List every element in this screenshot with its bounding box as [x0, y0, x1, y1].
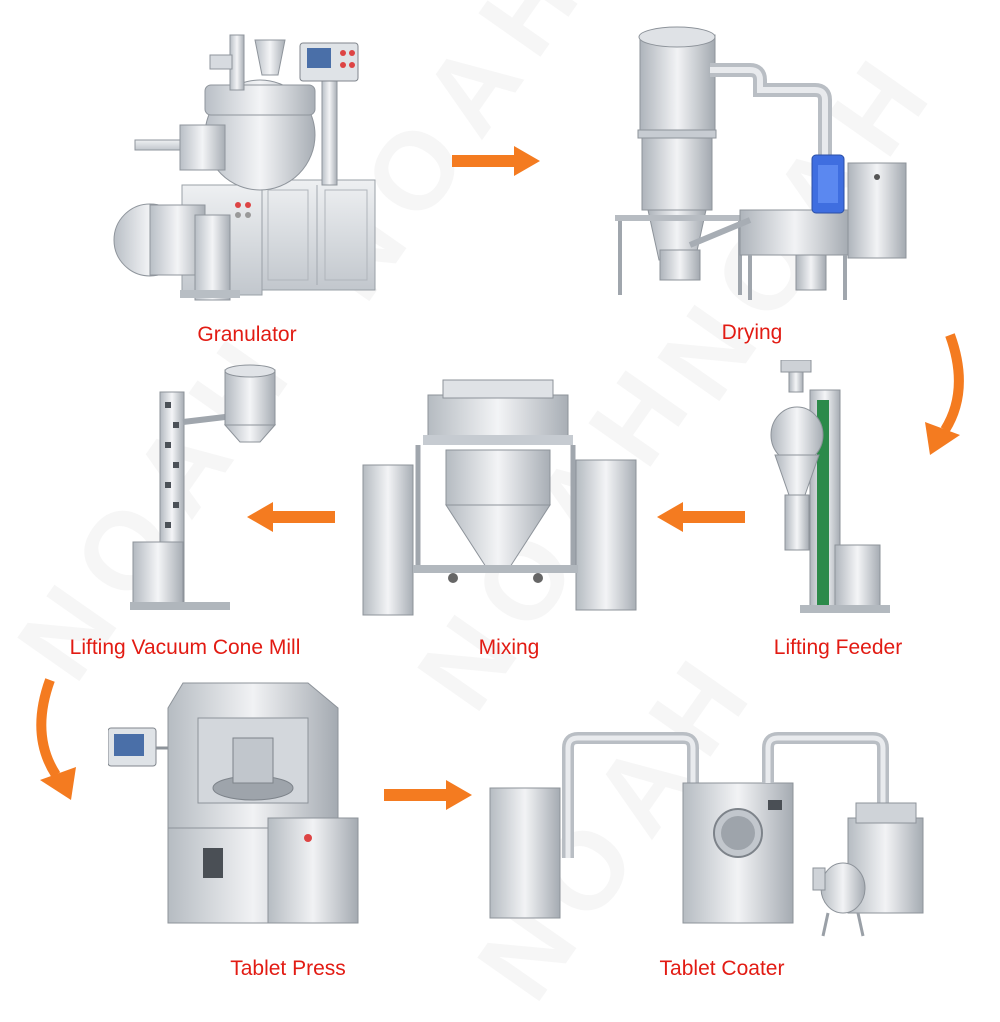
arrow-right-icon — [384, 780, 472, 810]
arrow-curved-down-icon — [36, 678, 76, 800]
arrow-left-icon — [247, 502, 335, 532]
tablet-press-machine — [108, 682, 359, 924]
step-label-lifting-vacuum-cone-mill: Lifting Vacuum Cone Mill — [69, 636, 301, 659]
step-label-tablet-press: Tablet Press — [230, 957, 346, 980]
step-label-tablet-coater: Tablet Coater — [659, 957, 785, 980]
step-label-mixing: Mixing — [478, 636, 540, 659]
drying-machine — [615, 26, 907, 300]
lifting-vacuum-cone-mill-machine — [130, 364, 277, 610]
granulator-machine — [113, 34, 376, 301]
step-label-lifting-feeder: Lifting Feeder — [773, 636, 903, 659]
process-flow-diagram: NOAH NOAH NOAH NOAH NOAH — [36, 26, 964, 980]
lifting-feeder-machine — [770, 360, 890, 613]
mixing-machine — [362, 379, 637, 616]
step-label-drying: Drying — [721, 321, 783, 344]
arrow-left-icon — [657, 502, 745, 532]
step-label-granulator: Granulator — [197, 323, 297, 346]
arrow-curved-down-icon — [925, 333, 964, 455]
tablet-coater-machine — [489, 732, 924, 937]
arrow-right-icon — [452, 146, 540, 176]
